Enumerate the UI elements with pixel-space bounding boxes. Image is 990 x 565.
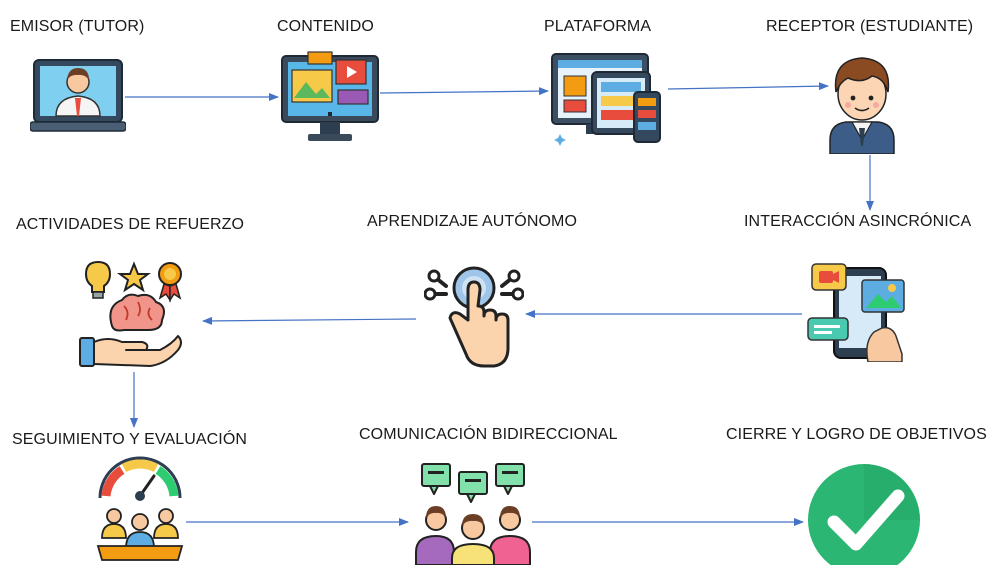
node-label-actividades: ACTIVIDADES DE REFUERZO — [16, 216, 245, 233]
student-avatar-icon — [829, 57, 895, 154]
teacher-laptop-icon — [30, 59, 126, 132]
check-circle-icon — [808, 464, 920, 565]
phone-messages-icon — [807, 263, 905, 362]
multimedia-monitor-icon — [281, 51, 379, 141]
node-label-comunicacion: COMUNICACIÓN BIDIRECCIONAL — [359, 426, 618, 443]
group-chat-icon — [415, 463, 531, 565]
node-label-cierre: CIERRE Y LOGRO DE OBJETIVOS — [726, 426, 987, 443]
arrow-plataforma-receptor — [667, 82, 829, 91]
touch-hand-icon — [424, 266, 524, 368]
arrow-contenido-plataforma — [379, 87, 549, 96]
node-label-aprendizaje: APRENDIZAJE AUTÓNOMO — [367, 213, 578, 230]
node-label-interaccion: INTERACCIÓN ASINCRÓNICA — [744, 213, 972, 230]
node-label-emisor: EMISOR (TUTOR) — [10, 18, 145, 35]
node-label-contenido: CONTENIDO — [277, 18, 374, 35]
node-label-receptor: RECEPTOR (ESTUDIANTE) — [766, 18, 974, 35]
arrow-aprendizaje-actividades — [202, 316, 417, 325]
gauge-team-icon — [96, 456, 184, 561]
node-label-plataforma: PLATAFORMA — [544, 18, 652, 35]
devices-platform-icon — [551, 53, 661, 146]
node-label-seguimiento: SEGUIMIENTO Y EVALUACIÓN — [12, 431, 248, 448]
brain-hand-icon — [79, 260, 182, 367]
